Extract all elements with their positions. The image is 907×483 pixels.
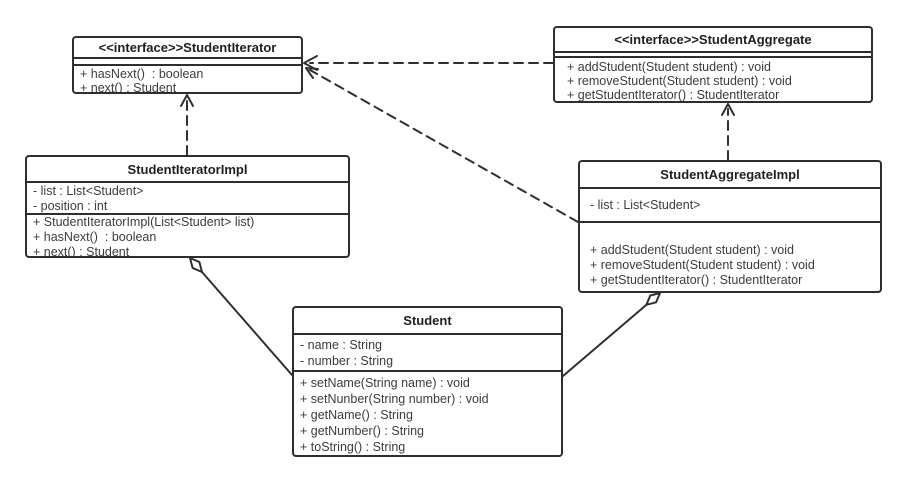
member-line: + setName(String name) : void xyxy=(300,376,470,390)
member-line: + removeStudent(Student student) : void xyxy=(567,74,792,88)
member-line: - list : List<Student> xyxy=(33,184,144,198)
member-line: + getStudentIterator() : StudentIterator xyxy=(590,273,803,287)
methods-compartment: + setName(String name) : void + setNunber… xyxy=(294,372,561,455)
dependency-connector-aggregate-to-iterator xyxy=(303,55,554,71)
member-line: + addStudent(Student student) : void xyxy=(590,243,794,257)
member-line: + StudentIteratorImpl(List<Student> list… xyxy=(33,215,255,229)
realization-connector-iteratorimpl-to-iterator xyxy=(180,94,194,156)
aggregation-connector-aggregateimpl-to-student xyxy=(562,292,661,377)
class-box-student-aggregate[interactable]: <<interface>>StudentAggregate + addStude… xyxy=(553,26,873,103)
class-title: StudentAggregateImpl xyxy=(580,162,880,189)
member-line: + next() : Student xyxy=(80,81,177,92)
attributes-compartment: - list : List<Student>- position : int xyxy=(27,183,348,215)
methods-compartment: + hasNext() : boolean+ next() : Student xyxy=(74,66,301,92)
attributes-compartment xyxy=(555,53,871,58)
class-title: StudentIteratorImpl xyxy=(27,157,348,183)
member-line: + toString() : String xyxy=(300,440,406,454)
member-line: + removeStudent(Student student) : void xyxy=(590,258,815,272)
member-line: + hasNext() : boolean xyxy=(80,67,204,81)
member-line: + next() : Student xyxy=(33,245,130,256)
class-title: <<interface>>StudentIterator xyxy=(74,38,301,59)
member-line: + getName() : String xyxy=(300,408,413,422)
member-line: + hasNext() : boolean xyxy=(33,230,157,244)
methods-compartment: + addStudent(Student student) : void+ re… xyxy=(580,223,880,291)
member-line: - number : String xyxy=(300,354,394,368)
methods-compartment: + addStudent(Student student) : void+ re… xyxy=(555,58,871,101)
member-line: + getStudentIterator() : StudentIterator xyxy=(567,88,780,101)
class-box-student-iterator-impl[interactable]: StudentIteratorImpl - list : List<Studen… xyxy=(25,155,350,258)
aggregation-connector-iteratorimpl-to-student xyxy=(189,257,293,376)
hollow-diamond-icon xyxy=(189,257,203,273)
realization-connector-aggregateimpl-to-aggregate xyxy=(721,103,735,161)
member-line: + getNumber() : String xyxy=(300,424,425,438)
member-line: + addStudent(Student student) : void xyxy=(567,60,771,74)
class-box-student-aggregate-impl[interactable]: StudentAggregateImpl - list : List<Stude… xyxy=(578,160,882,293)
dependency-connector-aggregateimpl-to-iterator xyxy=(305,67,579,223)
attributes-compartment: - list : List<Student> xyxy=(580,189,880,223)
class-title: <<interface>>StudentAggregate xyxy=(555,28,871,53)
methods-compartment: + StudentIteratorImpl(List<Student> list… xyxy=(27,215,348,256)
class-title: Student xyxy=(294,308,561,335)
hollow-diamond-icon xyxy=(645,292,661,306)
member-line: - position : int xyxy=(33,199,108,213)
attributes-compartment: - name : String - number : String xyxy=(294,335,561,372)
member-line: - list : List<Student> xyxy=(590,197,701,212)
class-box-student[interactable]: Student - name : String - number : String… xyxy=(292,306,563,457)
member-line: + setNunber(String number) : void xyxy=(300,392,489,406)
attributes-compartment xyxy=(74,59,301,66)
class-box-student-iterator[interactable]: <<interface>>StudentIterator + hasNext()… xyxy=(72,36,303,94)
member-line: - name : String xyxy=(300,338,382,352)
